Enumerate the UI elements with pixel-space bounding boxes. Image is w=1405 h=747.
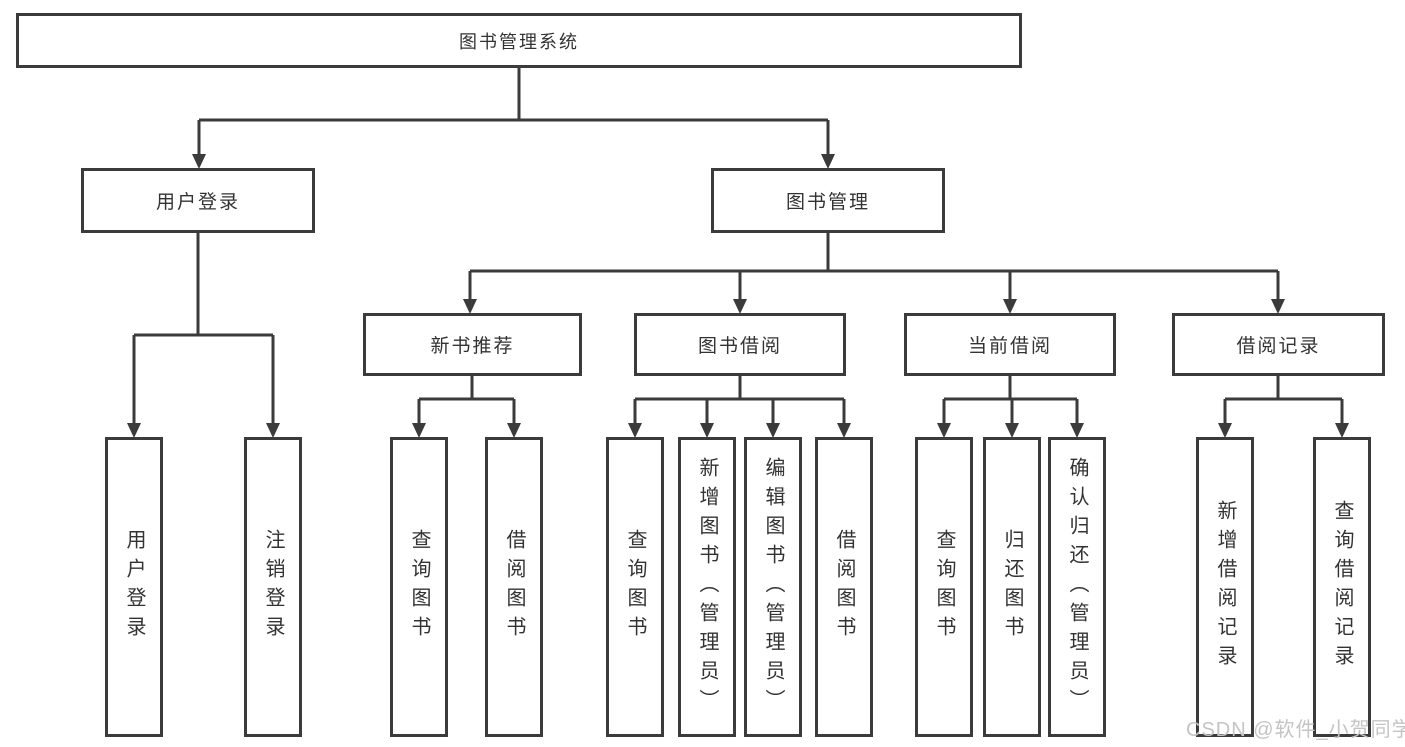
node-leaf-edit-book-admin-label: 编辑图书（管理员） [762,456,784,718]
node-leaf-query-books-1-label: 查询图书 [408,529,430,645]
node-book-management: 图书管理 [711,168,945,233]
node-leaf-add-borrow-record: 新增借阅记录 [1196,437,1254,737]
node-leaf-confirm-return-admin: 确认归还（管理员） [1048,437,1106,737]
node-current-borrow: 当前借阅 [904,313,1116,376]
node-leaf-query-books-3-label: 查询图书 [933,529,955,645]
node-leaf-return-book-label: 归还图书 [1001,529,1023,645]
node-leaf-user-login-label: 用户登录 [123,529,145,645]
node-leaf-confirm-return-admin-label: 确认归还（管理员） [1066,456,1088,718]
node-leaf-query-books-1: 查询图书 [390,437,448,737]
node-leaf-borrow-books-2: 借阅图书 [815,437,873,737]
node-root-label: 图书管理系统 [459,31,579,52]
node-leaf-borrow-books-1-label: 借阅图书 [503,529,525,645]
node-book-borrow-label: 图书借阅 [697,336,782,357]
node-leaf-query-borrow-record-label: 查询借阅记录 [1331,500,1353,674]
node-new-book-recommend: 新书推荐 [363,313,582,376]
node-borrow-records-label: 借阅记录 [1236,336,1321,357]
node-leaf-user-login: 用户登录 [105,437,163,737]
node-leaf-add-borrow-record-label: 新增借阅记录 [1214,500,1236,674]
node-new-book-recommend-label: 新书推荐 [430,336,515,357]
node-leaf-query-books-3: 查询图书 [915,437,973,737]
node-leaf-query-books-2-label: 查询图书 [624,529,646,645]
arrowheads [127,154,1349,438]
node-current-borrow-label: 当前借阅 [967,336,1052,357]
node-leaf-add-book-admin: 新增图书（管理员） [678,437,736,737]
node-leaf-borrow-books-1: 借阅图书 [485,437,543,737]
node-book-borrow: 图书借阅 [634,313,846,376]
node-leaf-logout: 注销登录 [244,437,302,737]
node-leaf-edit-book-admin: 编辑图书（管理员） [744,437,802,737]
csdn-watermark: CSDN @软件_小贺同学 [1186,719,1405,741]
node-user-login: 用户登录 [81,168,315,233]
node-leaf-query-borrow-record: 查询借阅记录 [1313,437,1371,737]
node-user-login-label: 用户登录 [155,192,240,213]
node-leaf-borrow-books-2-label: 借阅图书 [833,529,855,645]
node-leaf-add-book-admin-label: 新增图书（管理员） [696,456,718,718]
node-book-management-label: 图书管理 [785,192,870,213]
node-leaf-logout-label: 注销登录 [262,529,284,645]
node-leaf-return-book: 归还图书 [983,437,1041,737]
node-borrow-records: 借阅记录 [1172,313,1385,376]
node-root: 图书管理系统 [16,13,1022,68]
node-leaf-query-books-2: 查询图书 [606,437,664,737]
